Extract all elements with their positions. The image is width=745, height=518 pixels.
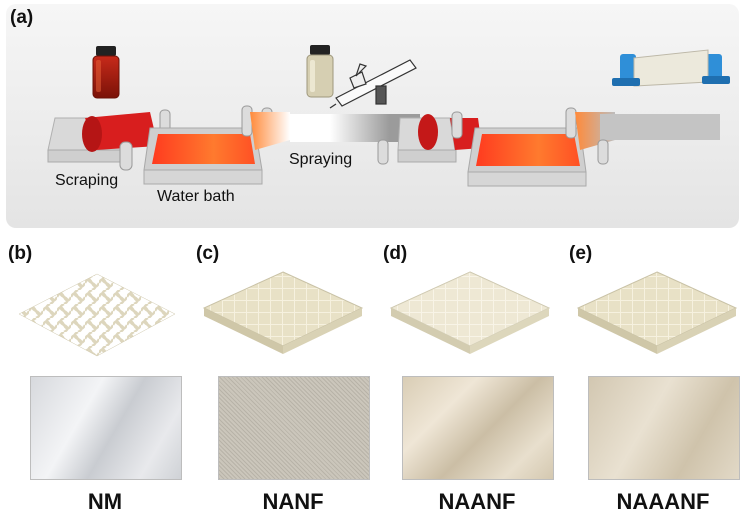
panel-label-d: (d) xyxy=(383,243,408,264)
process-schematic xyxy=(6,4,739,228)
step-label-scraping: Scraping xyxy=(55,172,119,189)
membrane-model-nanf xyxy=(202,271,364,354)
photo-nm xyxy=(30,376,182,480)
water-bath-box xyxy=(143,127,263,185)
panel-label-b: (b) xyxy=(8,243,33,264)
beige-solution-vial-icon xyxy=(306,45,334,98)
membrane-model-naanf xyxy=(389,271,551,354)
panel-label-e: (e) xyxy=(569,243,593,264)
photo-nanf xyxy=(218,376,370,480)
membrane-model-naaanf xyxy=(576,271,738,354)
red-solution-vial-icon xyxy=(92,46,120,99)
panel-label-a: (a) xyxy=(10,7,34,28)
process-panel: (a) Scraping Water bath Spraying xyxy=(0,0,745,232)
sample-name-nanf: NANF xyxy=(262,489,324,514)
photo-naanf xyxy=(402,376,554,480)
sample-name-nm: NM xyxy=(87,489,123,514)
step-label-spraying: Spraying xyxy=(289,151,353,168)
sample-name-naaanf: NAAANF xyxy=(616,489,710,514)
sample-name-naanf: NAANF xyxy=(438,489,516,514)
photo-naaanf xyxy=(588,376,740,480)
step-label-water-bath: Water bath xyxy=(157,188,235,205)
spray-gun-icon xyxy=(329,59,417,109)
clamped-sample-icon xyxy=(612,49,730,87)
panel-label-c: (c) xyxy=(196,243,220,264)
mesh-model-nm xyxy=(18,273,176,357)
